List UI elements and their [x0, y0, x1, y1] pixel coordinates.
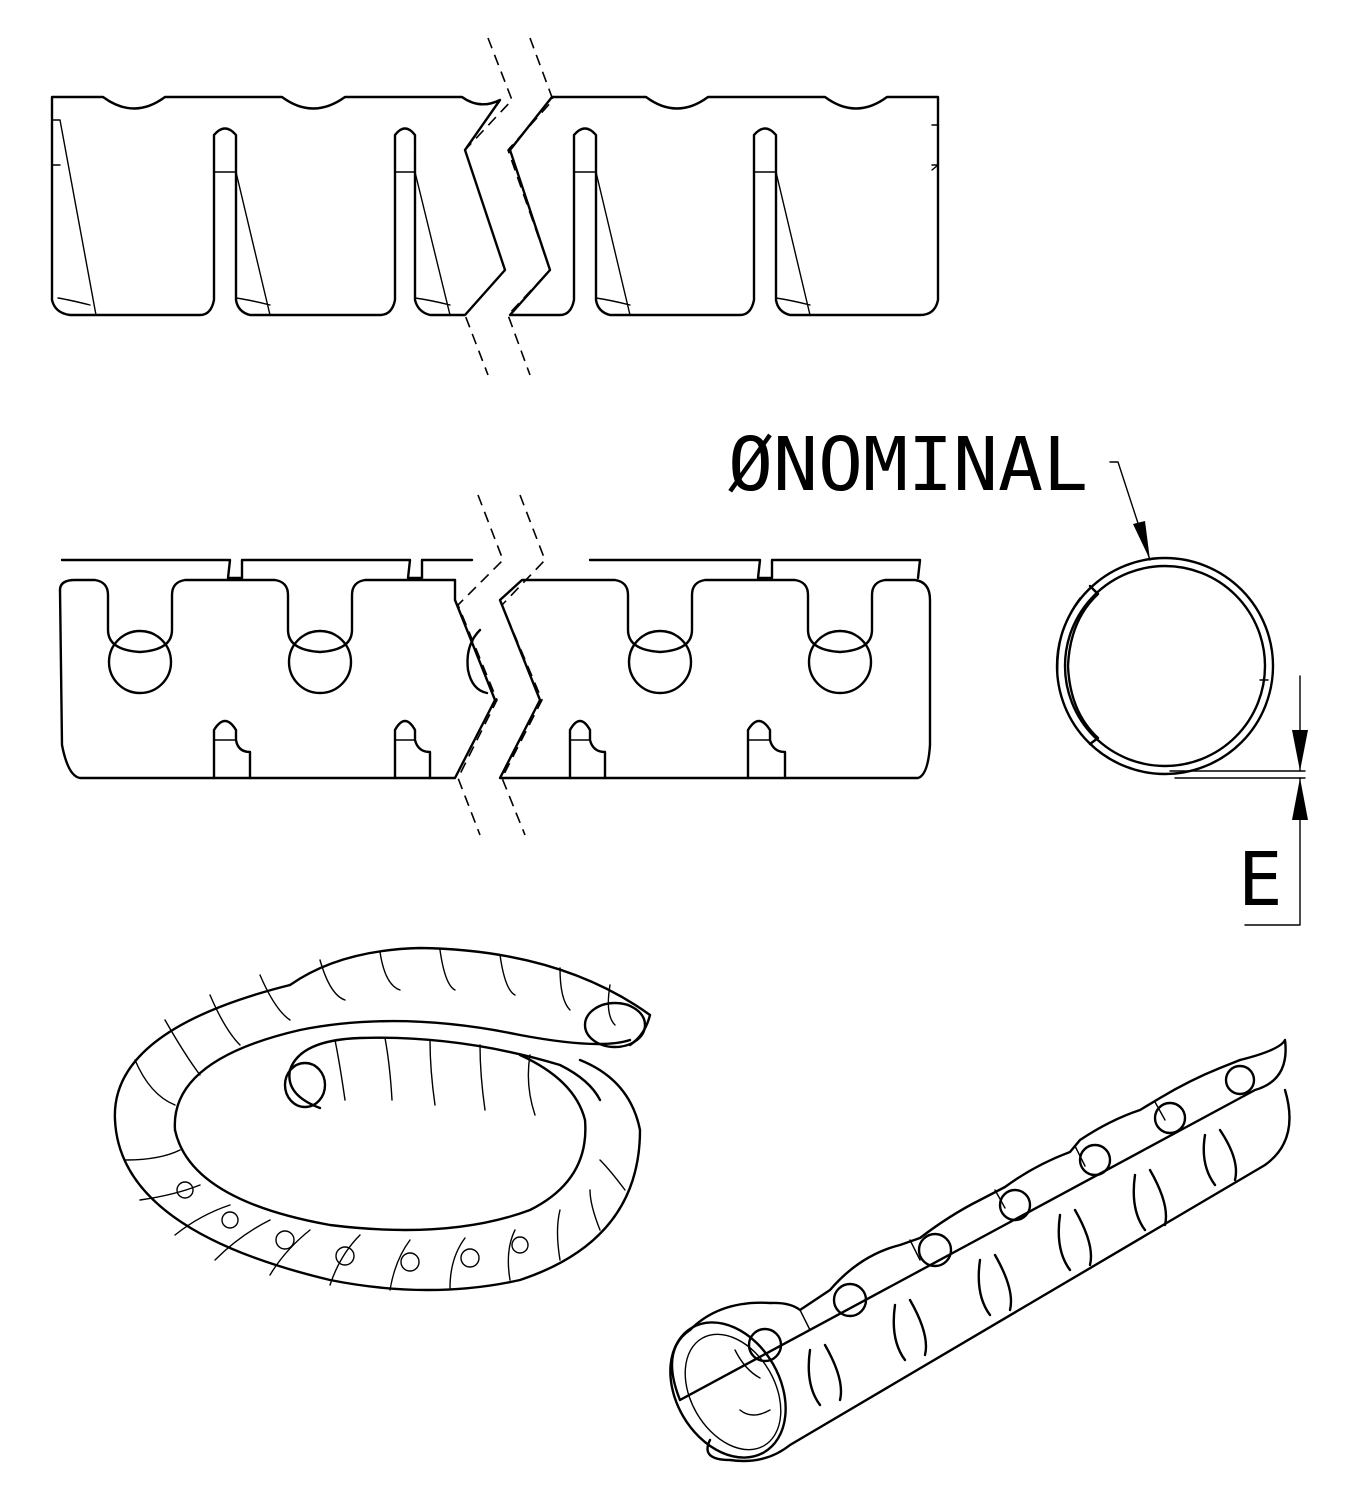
side-view-middle: [58, 494, 932, 836]
straight-tube-isometric: [669, 1038, 1291, 1463]
coiled-spiral-wrap: [113, 946, 652, 1292]
side-view-top: [50, 37, 940, 376]
nominal-diameter-label: ØNOMINAL: [728, 422, 1088, 508]
thickness-label: E: [1238, 837, 1283, 923]
ring-section: [1055, 461, 1308, 926]
